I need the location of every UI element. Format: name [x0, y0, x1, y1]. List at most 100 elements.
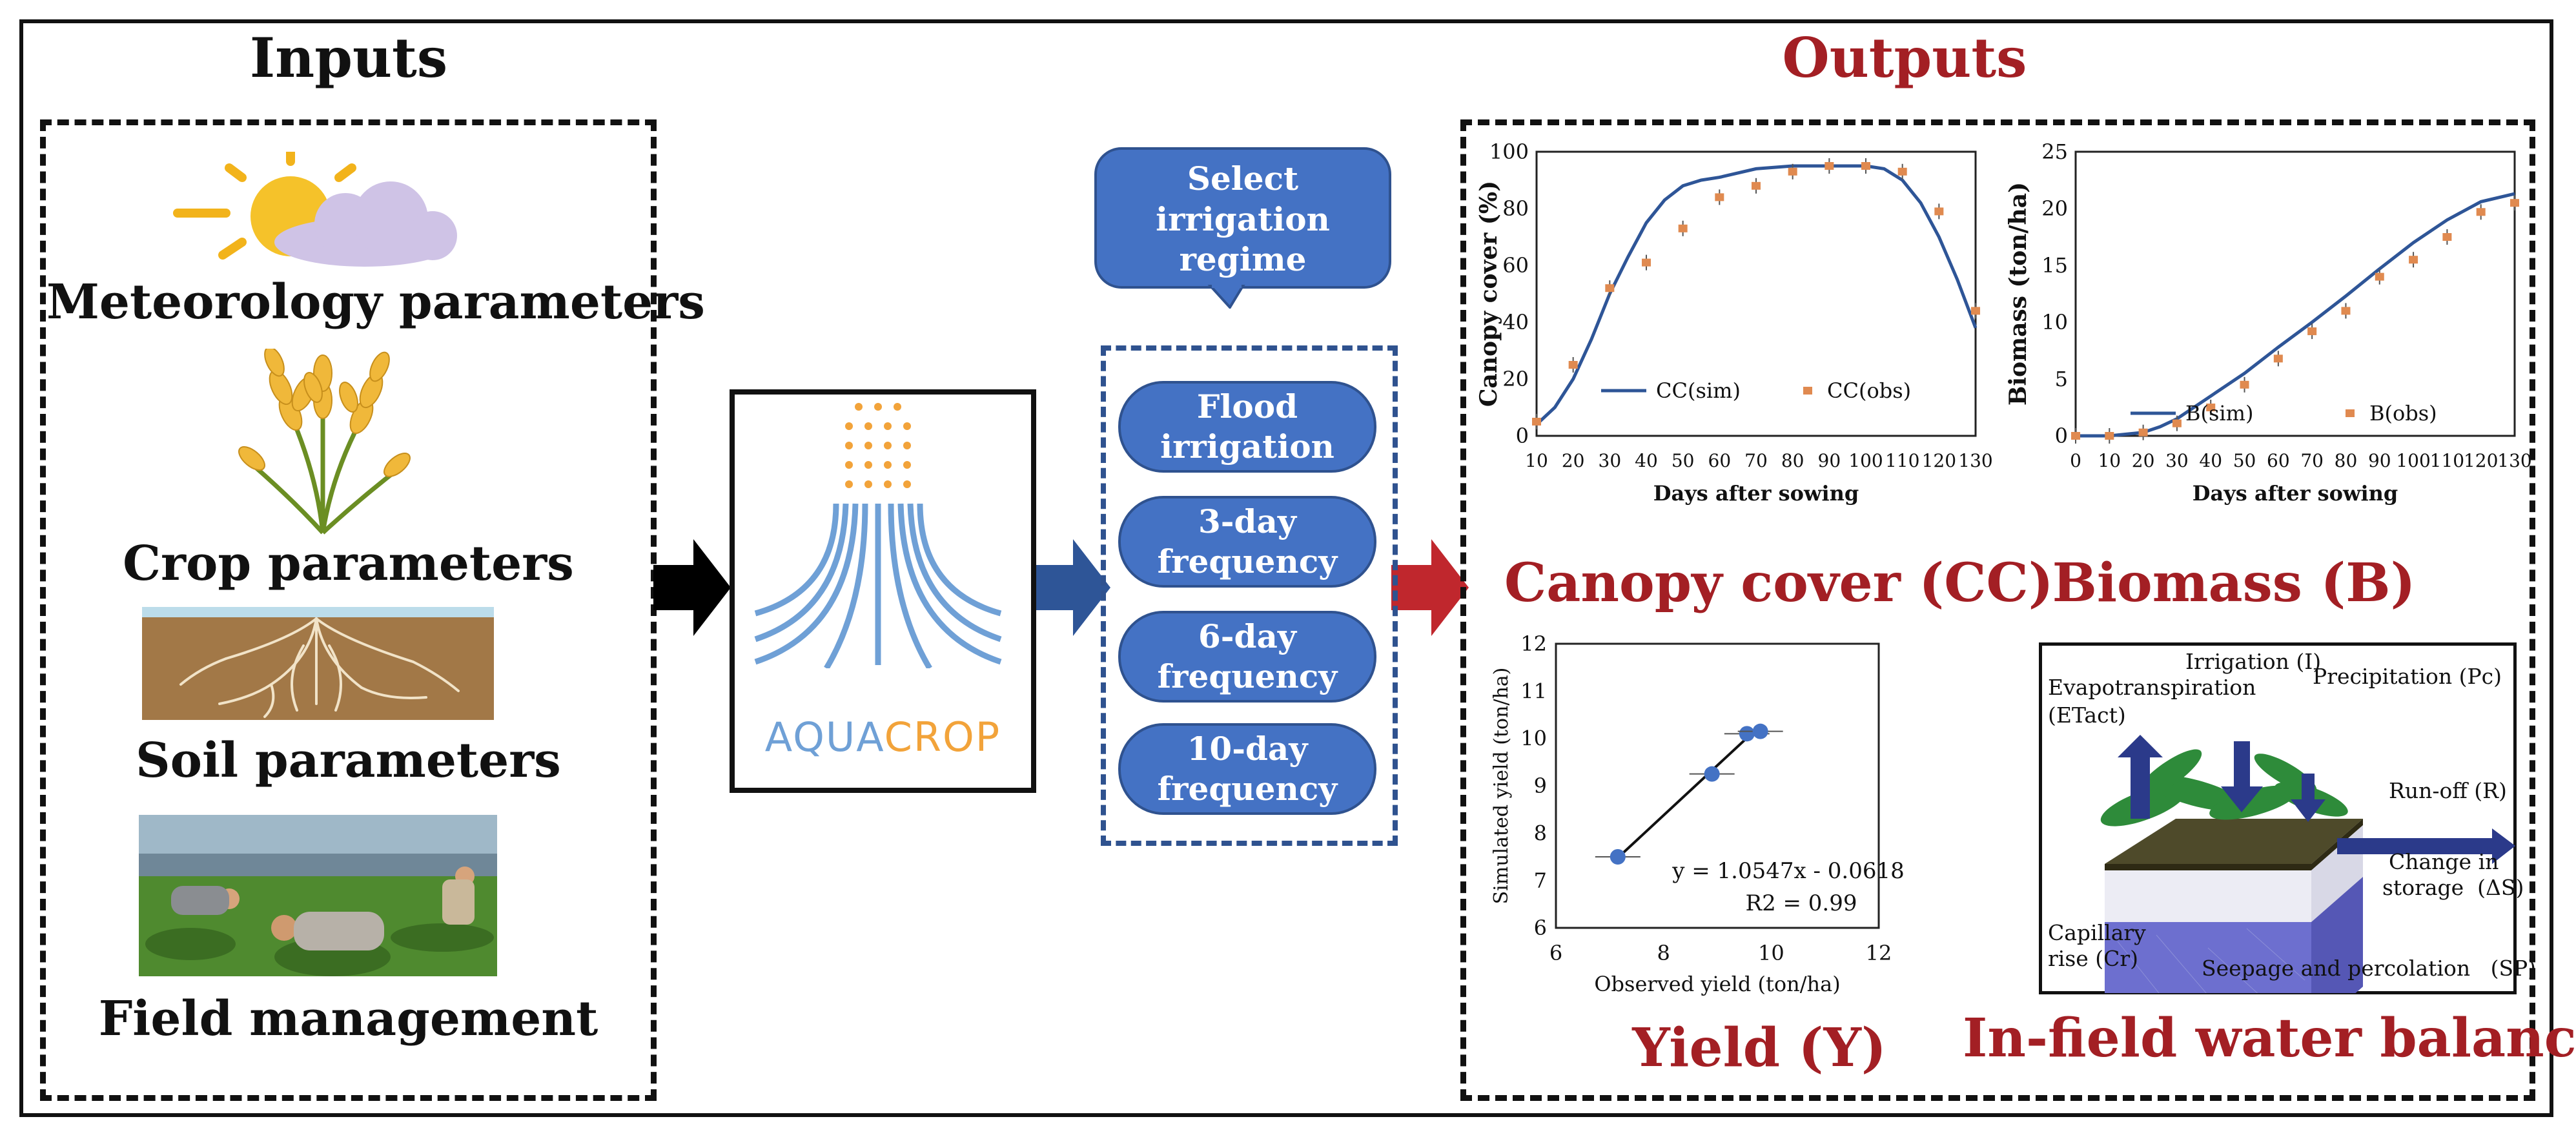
x-tick-label: 20 [1562, 450, 1585, 471]
wb-sp: (SP) [2490, 956, 2537, 981]
field-workers-photo [139, 815, 497, 976]
x-tick-label: 10 [2098, 450, 2121, 471]
sun-cloud-icon [173, 152, 457, 267]
y-tick-label: 10 [1520, 726, 1547, 751]
y-tick-label: 0 [1516, 424, 1529, 448]
option-flood-irrigation[interactable]: Flood irrigation [1118, 381, 1376, 473]
sim-series-line [1535, 164, 1978, 426]
x-tick-label: 120 [1922, 450, 1956, 471]
x-tick-label: 40 [1635, 450, 1658, 471]
obs-point [2442, 233, 2452, 241]
biomass-label: Biomass (B) [2052, 552, 2416, 614]
yield-point [1704, 766, 1720, 782]
obs-point [2307, 327, 2317, 336]
x-tick-label: 12 [1866, 941, 1892, 965]
trend-equation: y = 1.0547x - 0.0618 [1671, 858, 1905, 884]
wb-seepage: Seepage and percolation (SP) [2202, 956, 2536, 981]
obs-point [2375, 272, 2384, 281]
yield-point [1610, 849, 1626, 865]
water-balance-label: In-field water balance [1963, 1007, 2576, 1069]
x-tick-label: 60 [1708, 450, 1732, 471]
x-tick-label: 50 [2233, 450, 2256, 471]
obs-point [1897, 167, 1907, 176]
aquacrop-model-box [730, 389, 1036, 793]
y-tick-label: 20 [2041, 196, 2068, 221]
y-tick-label: 80 [1502, 196, 1529, 221]
wb-change-in: Change in [2389, 849, 2499, 874]
option-10-day-frequency[interactable]: 10-day frequency [1118, 723, 1376, 815]
x-tick-label: 130 [2497, 450, 2531, 471]
obs-point [1568, 361, 1578, 369]
meteorology-label: Meteorology parameters [46, 274, 705, 330]
x-tick-label: 20 [2132, 450, 2155, 471]
y-tick-label: 12 [1520, 631, 1547, 656]
x-tick-label: 40 [2199, 450, 2222, 471]
legend-sim-label: CC(sim) [1656, 378, 1741, 403]
y-tick-label: 11 [1520, 679, 1547, 703]
obs-point [1715, 193, 1724, 201]
x-tick-label: 130 [1958, 450, 1992, 471]
y-tick-label: 8 [1534, 821, 1547, 845]
obs-point [1532, 418, 1541, 426]
trendline [1617, 724, 1762, 859]
wb-storage: storage (ΔS) [2382, 875, 2524, 900]
aquacrop-logo-icon [754, 403, 1002, 668]
obs-point [1825, 162, 1834, 170]
y-axis-label: Canopy cover (%) [1475, 181, 1502, 407]
wb-seepage-text: Seepage and percolation [2202, 956, 2471, 981]
yield-point [1739, 726, 1755, 742]
x-tick-label: 90 [1818, 450, 1841, 471]
wb-precipitation: Precipitation (Pc) [2313, 664, 2502, 689]
x-axis-label: Days after sowing [1653, 481, 1859, 506]
obs-point [2273, 354, 2283, 363]
outputs-heading: Outputs [1782, 26, 2027, 90]
obs-point [1605, 284, 1615, 292]
legend-obs-swatch [2346, 409, 2355, 417]
x-axis-label: Days after sowing [2193, 481, 2398, 506]
obs-point [2476, 208, 2486, 216]
canopy-cover-label: Canopy cover (CC) [1504, 552, 2054, 614]
y-axis-label: Biomass (ton/ha) [2005, 182, 2032, 405]
plot-area [1555, 642, 1880, 929]
obs-point [2341, 307, 2351, 315]
x-tick-label: 120 [2464, 450, 2498, 471]
legend-obs-swatch [1803, 387, 1812, 395]
obs-point [2510, 199, 2519, 207]
y-tick-label: 9 [1534, 774, 1547, 798]
obs-point [2172, 419, 2182, 427]
y-tick-label: 5 [2055, 367, 2068, 391]
obs-point [2240, 380, 2249, 389]
x-tick-label: 10 [1758, 941, 1784, 965]
option-3-day-frequency[interactable]: 3-day frequency [1118, 496, 1376, 588]
soil-roots-icon [142, 607, 494, 720]
plot-area [2074, 150, 2516, 437]
field-management-label: Field management [98, 991, 598, 1047]
obs-point [2206, 404, 2216, 411]
y-tick-label: 10 [2041, 310, 2068, 334]
x-tick-label: 30 [2165, 450, 2189, 471]
y-tick-label: 25 [2041, 139, 2068, 164]
option-6-day-frequency[interactable]: 6-day frequency [1118, 611, 1376, 703]
obs-point [1642, 258, 1651, 267]
wb-storage-word: storage [2382, 875, 2464, 900]
x-tick-label: 10 [1525, 450, 1548, 471]
x-tick-label: 80 [1781, 450, 1804, 471]
logo-crop: CROP [884, 713, 1001, 761]
black-arrow-icon [653, 539, 731, 636]
y-tick-label: 15 [2041, 253, 2068, 278]
y-tick-label: 40 [1502, 310, 1529, 334]
x-axis-label: Observed yield (ton/ha) [1594, 972, 1840, 996]
obs-point [2138, 428, 2148, 436]
x-tick-label: 90 [2368, 450, 2391, 471]
obs-point [1678, 224, 1688, 232]
legend-obs-label: B(obs) [2369, 401, 2437, 426]
x-tick-label: 50 [1671, 450, 1695, 471]
wb-runoff: Run-off (R) [2389, 778, 2507, 803]
irrigation-options-box [1101, 345, 1398, 846]
plot-area [1535, 150, 1977, 437]
water-balance-diagram [2100, 735, 2515, 993]
y-tick-label: 6 [1534, 916, 1547, 940]
